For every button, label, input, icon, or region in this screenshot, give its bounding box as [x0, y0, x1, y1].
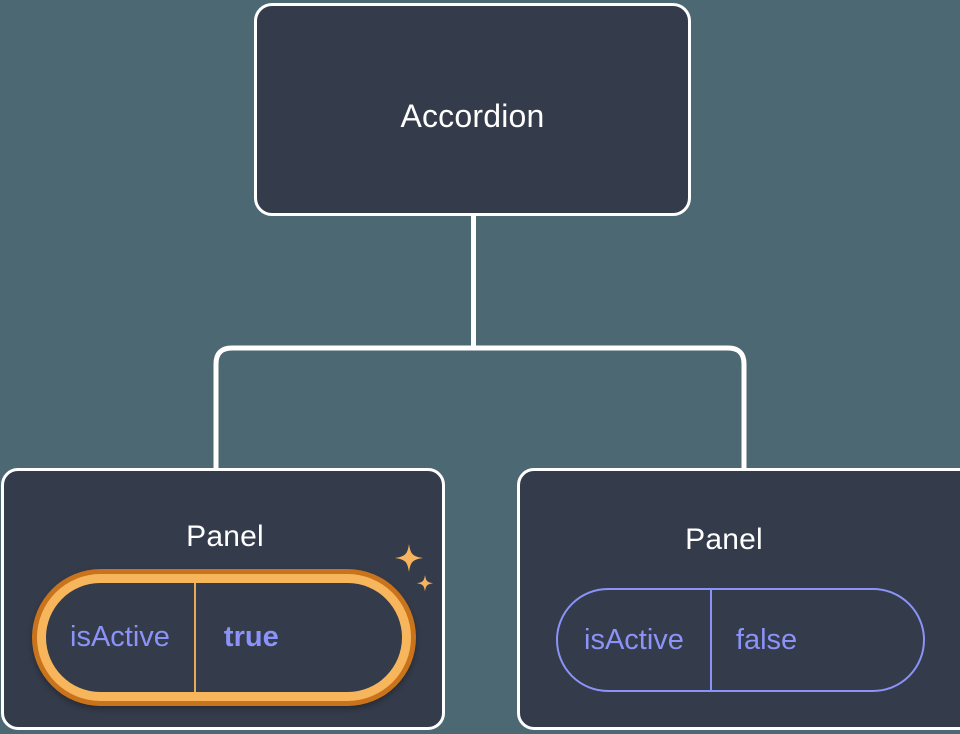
- prop-pill-isactive-false[interactable]: isActive false: [556, 588, 925, 692]
- prop-key-label: isActive: [70, 621, 170, 653]
- prop-value-label: false: [709, 590, 821, 690]
- sparkle-small-icon: [417, 575, 433, 592]
- prop-pill-isactive-true[interactable]: isActive true: [32, 569, 416, 706]
- prop-pill-ring-inner: isActive true: [37, 574, 411, 701]
- node-accordion[interactable]: Accordion: [254, 3, 691, 216]
- node-accordion-title: Accordion: [400, 98, 545, 134]
- node-panel-active-title: Panel: [186, 520, 264, 553]
- sparkle-group: [385, 536, 445, 602]
- prop-key-label: isActive: [584, 623, 684, 656]
- node-panel-inactive-title: Panel: [685, 523, 763, 556]
- connector-bus: [213, 345, 747, 468]
- prop-value-label: true: [193, 583, 307, 692]
- sparkle-icon: [395, 544, 423, 572]
- prop-pill-core: isActive true: [46, 583, 402, 692]
